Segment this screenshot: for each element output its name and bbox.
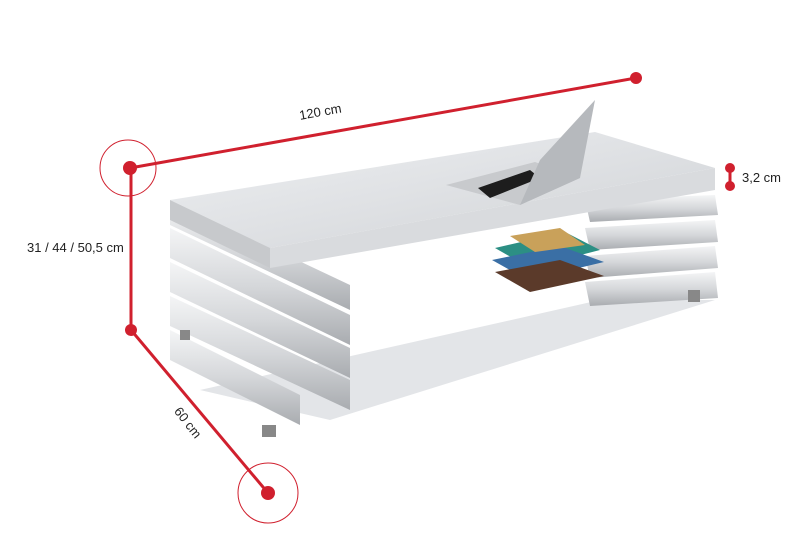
height-label: 31 / 44 / 50,5 cm bbox=[27, 240, 124, 255]
dimension-endpoints bbox=[123, 72, 735, 500]
laptop bbox=[446, 100, 595, 205]
corner-highlight-ring bbox=[237, 462, 299, 524]
corner-highlight-ring bbox=[99, 139, 157, 197]
right-leg-slats bbox=[585, 195, 718, 306]
tabletop-edge bbox=[170, 200, 270, 268]
books bbox=[492, 228, 604, 292]
dimension-lines bbox=[129, 76, 732, 494]
top-thickness-label: 3,2 cm bbox=[742, 170, 782, 185]
